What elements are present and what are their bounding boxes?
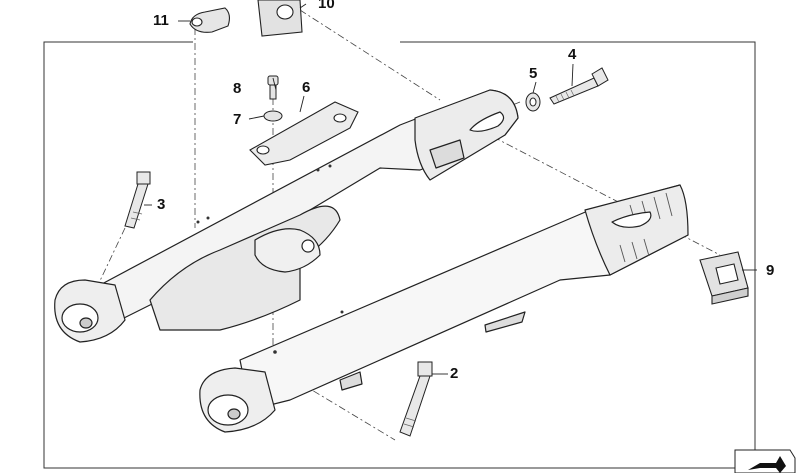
bracket-part (249, 101, 359, 166)
bolt-8 (267, 75, 279, 100)
washer-7 (263, 110, 283, 122)
callout-part-9: 9 (766, 262, 775, 279)
arrow-icon (734, 449, 796, 473)
mounting-dots (196, 164, 344, 354)
lower-rib (339, 371, 363, 391)
chain-guide (484, 311, 526, 333)
callout-part-3: 3 (157, 196, 166, 213)
lower-arm-slot (611, 211, 652, 228)
leader-lines (144, 3, 757, 375)
bolt-2 (399, 361, 433, 437)
spacer-5 (525, 92, 541, 112)
bolt-3 (124, 171, 151, 229)
upper-arm-tab (429, 139, 465, 169)
slider-9 (699, 251, 749, 305)
callout-part-4: 4 (568, 46, 577, 63)
diagram-frame (43, 41, 756, 469)
upper-arm-end (414, 89, 519, 181)
lower-arm-ribs (619, 192, 673, 263)
callout-part-6: 6 (302, 79, 311, 96)
callout-part-5: 5 (529, 65, 538, 82)
callout-part-10: 10 (318, 0, 335, 12)
cross-bracket (254, 228, 321, 273)
clip-11 (189, 7, 231, 33)
callout-part-7: 7 (233, 111, 242, 128)
callout-part-8: 8 (233, 80, 242, 97)
block-10 (257, 0, 303, 37)
upper-arm-slot (469, 111, 505, 132)
callout-part-11: 11 (153, 12, 169, 29)
bolt-4 (549, 67, 609, 105)
swingarm (54, 89, 689, 433)
callout-part-2: 2 (450, 365, 459, 382)
